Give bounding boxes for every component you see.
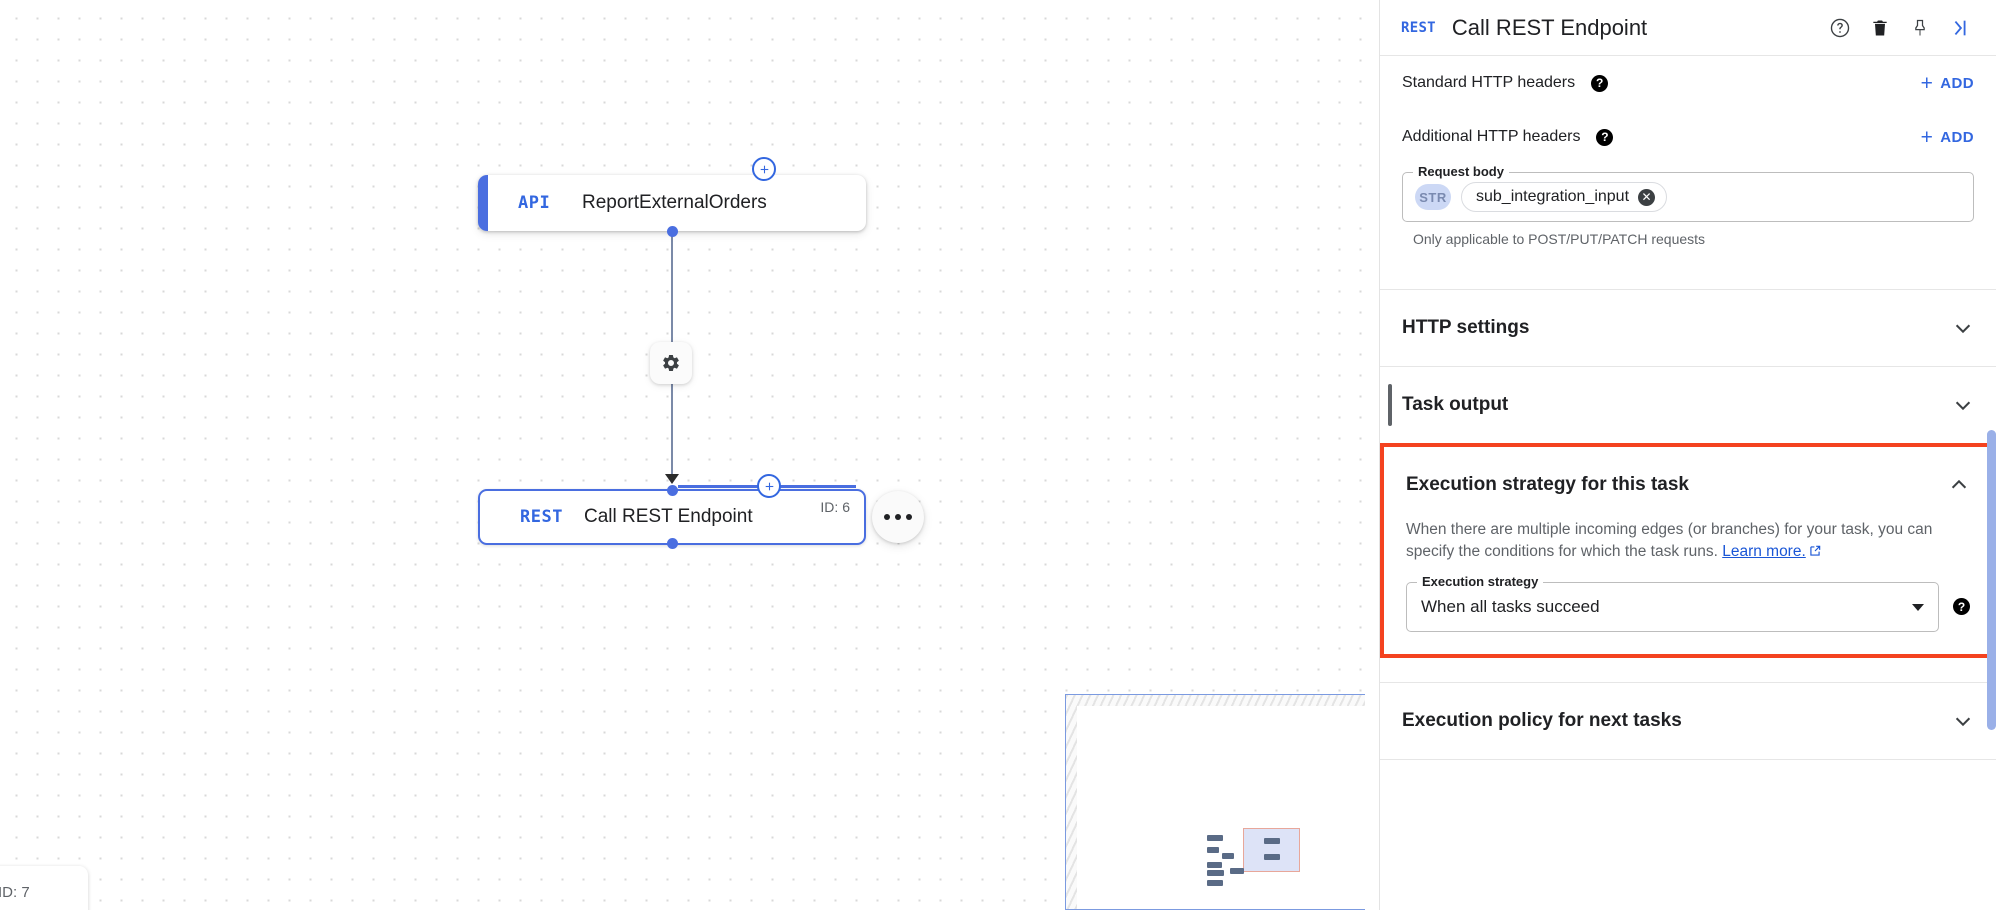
execution-strategy-description: When there are multiple incoming edges (… <box>1406 521 1933 561</box>
edge-arrowhead <box>665 474 679 484</box>
execution-strategy-body: When there are multiple incoming edges (… <box>1384 519 1992 654</box>
node-more-options-button[interactable] <box>872 491 924 543</box>
section-execution-strategy-highlight: Execution strategy for this task When th… <box>1380 443 1996 658</box>
offscreen-node-card[interactable] <box>0 866 88 910</box>
node-input-port[interactable] <box>666 485 678 496</box>
panel-scrollbar[interactable] <box>1987 430 1996 730</box>
execution-strategy-select[interactable]: Execution strategy When all tasks succee… <box>1406 573 1939 632</box>
section-title: Execution policy for next tasks <box>1402 709 1682 731</box>
minimap-node <box>1222 853 1234 859</box>
section-title: Execution strategy for this task <box>1406 474 1689 495</box>
pin-icon <box>1915 19 1925 35</box>
trash-icon <box>1873 20 1887 35</box>
minimap-node <box>1207 862 1222 868</box>
standard-http-headers-row: Standard HTTP headers ? + ADD <box>1380 56 1996 110</box>
plus-circle-icon <box>760 165 768 173</box>
execution-strategy-description-wrap: When there are multiple incoming edges (… <box>1406 519 1970 564</box>
pin-button[interactable] <box>1900 8 1940 48</box>
node-report-external-orders[interactable]: API ReportExternalOrders <box>478 175 866 237</box>
execution-strategy-legend: Execution strategy <box>1417 573 1544 589</box>
canvas-minimap[interactable] <box>1065 694 1365 910</box>
help-button[interactable] <box>1820 8 1860 48</box>
plus-icon: + <box>1920 125 1934 149</box>
add-additional-header-button[interactable]: + ADD <box>1921 127 1974 148</box>
more-horizontal-icon <box>906 514 912 520</box>
minimap-node <box>1207 870 1224 876</box>
additional-http-headers-label: Additional HTTP headers <box>1402 128 1581 145</box>
request-body-type-chip: STR <box>1415 184 1451 210</box>
minimap-node <box>1207 835 1223 841</box>
execution-strategy-help-icon[interactable]: ? <box>1953 598 1970 616</box>
edge-settings-button[interactable] <box>650 342 692 384</box>
execution-strategy-value: When all tasks succeed <box>1421 596 1600 616</box>
gear-icon <box>663 354 679 372</box>
help-circle-icon <box>1830 18 1850 37</box>
node-title: ReportExternalOrders <box>582 192 767 213</box>
node-accent-bar <box>478 175 488 231</box>
request-body-value: sub_integration_input <box>1476 188 1630 205</box>
minimap-node <box>1207 880 1223 886</box>
collapse-right-icon <box>1954 20 1966 35</box>
workflow-canvas[interactable]: API ReportExternalOrders REST Call REST … <box>0 0 1379 910</box>
more-horizontal-icon <box>884 514 890 520</box>
node-title: Call REST Endpoint <box>584 506 753 527</box>
chevron-down-icon <box>1955 717 1971 727</box>
collapse-panel-button[interactable] <box>1940 8 1980 48</box>
section-execution-strategy-header[interactable]: Execution strategy for this task <box>1384 447 1992 523</box>
help-circle-icon[interactable]: ? <box>1591 74 1609 92</box>
divider <box>1380 758 1996 760</box>
add-label: ADD <box>1940 128 1974 146</box>
plus-icon: + <box>1920 71 1934 95</box>
more-horizontal-icon <box>895 514 901 520</box>
add-label: ADD <box>1940 74 1974 92</box>
external-link-icon[interactable] <box>1808 544 1822 558</box>
divider <box>1380 289 1996 290</box>
chevron-down-icon[interactable] <box>1912 603 1924 611</box>
node-id-label: ID: 6 <box>820 499 850 515</box>
chevron-up-icon <box>1951 479 1967 489</box>
plus-circle-icon <box>765 482 773 490</box>
node-call-rest-endpoint[interactable]: REST Call REST Endpoint ID: 6 <box>478 485 866 549</box>
minimap-selection-box <box>1243 828 1300 872</box>
node-type-tag: API <box>518 193 551 213</box>
node-type-tag: REST <box>520 507 563 527</box>
request-body-field[interactable]: Request body STR sub_integration_input ✕ <box>1402 164 1974 222</box>
task-config-panel: REST Call REST Endpoint <box>1379 0 1996 910</box>
section-title: Task output <box>1402 394 1509 415</box>
panel-type-tag: REST <box>1401 19 1436 36</box>
add-node-button-rest[interactable] <box>757 474 781 498</box>
standard-http-headers-label: Standard HTTP headers <box>1402 74 1576 91</box>
delete-button[interactable] <box>1860 8 1900 48</box>
add-node-button-api[interactable] <box>752 157 776 181</box>
execution-strategy-select-row: Execution strategy When all tasks succee… <box>1406 573 1970 632</box>
section-task-output[interactable]: Task output <box>1380 367 1996 443</box>
add-standard-header-button[interactable]: + ADD <box>1921 73 1974 94</box>
request-body-helper-text: Only applicable to POST/PUT/PATCH reques… <box>1413 231 1706 247</box>
section-title: HTTP settings <box>1402 317 1530 338</box>
node-output-port[interactable] <box>666 226 678 237</box>
help-circle-icon[interactable]: ? <box>1596 128 1614 146</box>
divider <box>1380 681 1996 683</box>
chevron-down-icon <box>1955 324 1971 334</box>
node-output-port[interactable] <box>666 538 678 549</box>
request-body-value-chip[interactable]: sub_integration_input ✕ <box>1461 182 1668 212</box>
minimap-node <box>1207 847 1219 853</box>
section-http-settings[interactable]: HTTP settings <box>1380 290 1996 366</box>
minimap-hatch-top <box>1066 695 1365 706</box>
section-execution-policy[interactable]: Execution policy for next tasks <box>1380 683 1996 759</box>
minimap-node <box>1230 868 1244 874</box>
offscreen-node-id-label: ID: 7 <box>0 884 30 901</box>
additional-http-headers-row: Additional HTTP headers ? + ADD <box>1380 110 1996 164</box>
panel-header: REST Call REST Endpoint <box>1380 0 1996 56</box>
minimap-hatch-left <box>1066 695 1077 909</box>
learn-more-link[interactable]: Learn more. <box>1722 543 1806 561</box>
divider <box>1380 366 1996 367</box>
close-icon[interactable]: ✕ <box>1638 188 1656 206</box>
chevron-down-icon <box>1955 401 1971 411</box>
page-title: Call REST Endpoint <box>1451 14 1648 40</box>
request-body-legend: Request body <box>1413 164 1509 179</box>
section-scroll-indicator <box>1388 384 1392 426</box>
